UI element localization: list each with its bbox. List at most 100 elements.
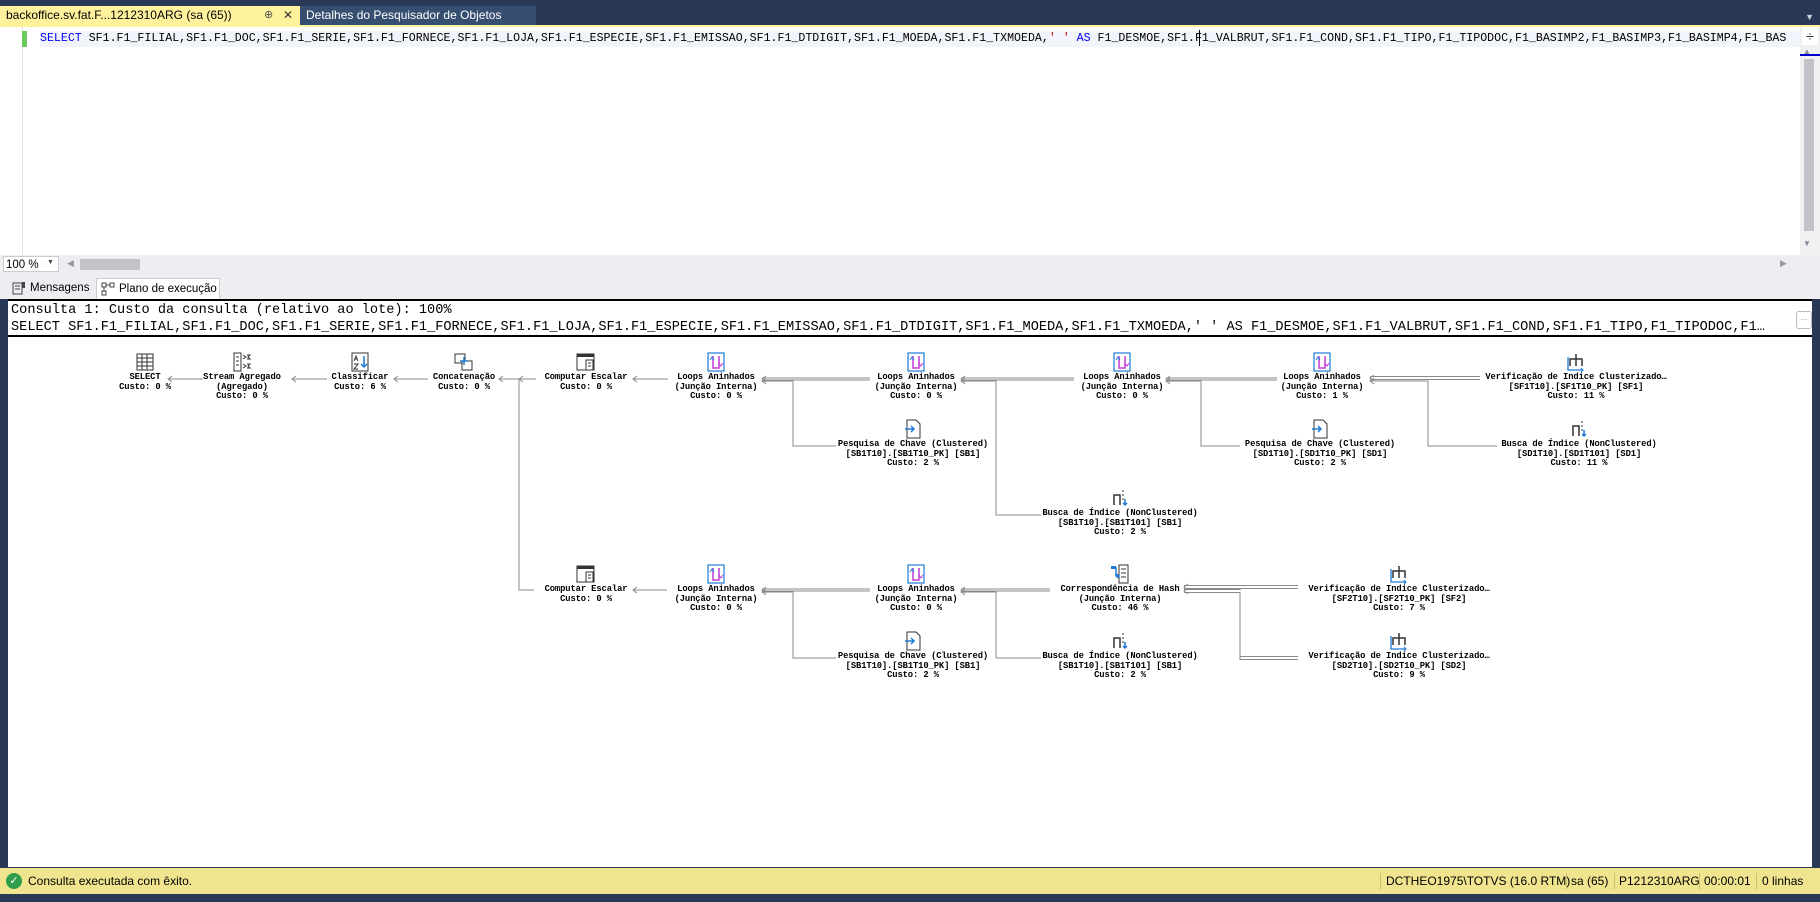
status-message: Consulta executada com êxito.	[28, 874, 193, 888]
node-cost: Custo: 0 %	[890, 391, 942, 402]
node-label: Pesquisa de Chave (Clustered)	[1244, 439, 1396, 449]
sort-icon	[351, 352, 369, 372]
plan-node-index-seek-sd1[interactable]: Busca de Índice (NonClustered)[SD1T10].[…	[1449, 418, 1709, 469]
node-label: Correspondência de Hash	[1060, 584, 1180, 594]
node-cost: Custo: 1 %	[1296, 391, 1348, 402]
status-server: DCTHEO1975\TOTVS (16.0 RTM)	[1386, 874, 1571, 888]
node-label: Concatenação	[432, 372, 496, 382]
plan-node-hash-match[interactable]: Correspondência de Hash(Junção Interna)C…	[990, 563, 1250, 614]
change-indicator	[22, 31, 27, 47]
plan-node-nested-loops-1[interactable]: Loops Aninhados(Junção Interna)Custo: 0 …	[586, 351, 846, 402]
scroll-right-icon[interactable]: ▶	[1780, 258, 1787, 268]
split-window-icon[interactable]: ÷	[1802, 27, 1818, 45]
node-cost: Custo: 0 %	[119, 381, 171, 392]
plan-node-clustered-scan-sf1[interactable]: Verificação de Indice Clusterizado…[SF1T…	[1446, 351, 1706, 402]
plan-node-index-seek-sb1-b[interactable]: Busca de Índice (NonClustered)[SB1T10].[…	[990, 630, 1250, 681]
tab-execution-plan[interactable]: Plano de execução	[96, 278, 220, 299]
horizontal-scroll-thumb[interactable]	[80, 259, 140, 270]
index-seek-icon	[1572, 421, 1587, 438]
sql-editor[interactable]: SELECT SF1.F1_FILIAL,SF1.F1_DOC,SF1.F1_S…	[0, 25, 1820, 255]
plan-node-nested-loops-4[interactable]: Loops Aninhados(Junção Interna)Custo: 1 …	[1192, 351, 1452, 402]
nested-loops-icon	[907, 564, 925, 584]
node-label: [SD1T10].[SD1T101] [SD1]	[1516, 448, 1642, 459]
node-label: [SB1T10].[SB1T10_PK] [SB1]	[845, 448, 981, 459]
node-label: Loops Aninhados	[877, 584, 955, 594]
tab-query-editor[interactable]: backoffice.sv.fat.F...1212310ARG (sa (65…	[0, 6, 300, 25]
node-label: Computar Escalar	[544, 584, 628, 594]
node-cost: Custo: 0 %	[438, 381, 490, 392]
node-label: [SF1T10].[SF1T10_PK] [SF1]	[1508, 381, 1644, 392]
execution-plan-icon	[101, 282, 115, 296]
scroll-up-icon[interactable]: ▲	[1803, 47, 1811, 56]
tab-label: backoffice.sv.fat.F...1212310ARG (sa (65…	[6, 8, 232, 22]
sql-columns: SF1.F1_FILIAL,SF1.F1_DOC,SF1.F1_SERIE,SF…	[81, 32, 1049, 45]
node-label: (Junção Interna)	[1280, 381, 1364, 392]
plan-node-key-lookup-sd1[interactable]: Pesquisa de Chave (Clustered)[SD1T10].[S…	[1190, 418, 1450, 469]
clustered-index-scan-icon	[1567, 354, 1584, 373]
node-label: (Junção Interna)	[874, 381, 958, 392]
pin-icon[interactable]: ⊕	[264, 9, 274, 21]
plan-node-nested-loops-5[interactable]: Loops Aninhados(Junção Interna)Custo: 0 …	[586, 563, 846, 614]
node-cost: Custo: 2 %	[1294, 458, 1346, 469]
node-label: (Junção Interna)	[874, 593, 958, 604]
node-label: Verificação de Indice Clusterizado…	[1308, 651, 1490, 661]
stream-aggregate-icon	[233, 352, 252, 372]
plan-node-key-lookup-sb1-b[interactable]: Pesquisa de Chave (Clustered)[SB1T10].[S…	[783, 630, 1043, 681]
close-icon[interactable]: ✕	[283, 8, 294, 22]
plan-node-stream-aggregate[interactable]: Stream Agregado(Agregado)Custo: 0 %	[112, 351, 372, 402]
editor-scroll-thumb[interactable]	[1804, 59, 1814, 231]
plan-node-nested-loops-2[interactable]: Loops Aninhados(Junção Interna)Custo: 0 …	[786, 351, 1046, 402]
node-cost: Custo: 11 %	[1550, 458, 1608, 469]
clustered-index-scan-icon	[1390, 633, 1407, 652]
scroll-down-icon[interactable]: ▼	[1803, 239, 1811, 248]
show-more-button[interactable]: ...	[1796, 311, 1812, 329]
index-seek-icon	[1113, 633, 1128, 650]
status-separator	[1699, 873, 1700, 889]
node-label: Loops Aninhados	[1283, 372, 1361, 382]
status-separator	[1380, 873, 1381, 889]
zoom-select[interactable]: 100 %	[3, 256, 59, 272]
chevron-down-icon[interactable]: ▼	[47, 259, 54, 266]
status-database: P1212310ARG	[1619, 874, 1700, 888]
node-label: [SD2T10].[SD2T10_PK] [SD2]	[1331, 660, 1467, 671]
key-lookup-icon	[905, 419, 921, 439]
tab-object-explorer-details[interactable]: Detalhes do Pesquisador de Objetos	[300, 6, 536, 25]
index-seek-icon	[1113, 490, 1128, 507]
plan-node-index-seek-sb1-a[interactable]: Busca de Índice (NonClustered)[SB1T10].[…	[990, 487, 1250, 538]
sql-columns-rest: F1_DESMOE,SF1.F1_VALBRUT,SF1.F1_COND,SF1…	[1097, 32, 1787, 45]
sql-text[interactable]: SELECT SF1.F1_FILIAL,SF1.F1_DOC,SF1.F1_S…	[40, 31, 1800, 47]
tab-list-dropdown-icon[interactable]: ▼	[1805, 12, 1814, 22]
node-label: Loops Aninhados	[877, 372, 955, 382]
node-cost: Custo: 11 %	[1547, 391, 1605, 402]
plan-node-nested-loops-6[interactable]: Loops Aninhados(Junção Interna)Custo: 0 …	[786, 563, 1046, 614]
node-label: [SB1T10].[SB1T101] [SB1]	[1057, 517, 1183, 528]
concatenation-icon	[454, 353, 473, 371]
node-cost: Custo: 0 %	[1096, 391, 1148, 402]
plan-node-key-lookup-sb1-a[interactable]: Pesquisa de Chave (Clustered)[SB1T10].[S…	[783, 418, 1043, 469]
string-literal: ' '	[1048, 32, 1070, 45]
editor-margin	[0, 27, 23, 255]
node-label: Stream Agregado	[203, 372, 281, 382]
tab-messages[interactable]: Mensagens	[8, 278, 92, 299]
node-cost: Custo: 2 %	[887, 670, 939, 681]
node-cost: Custo: 2 %	[1094, 670, 1146, 681]
scroll-left-icon[interactable]: ◀	[67, 258, 74, 268]
success-check-icon: ✓	[6, 873, 22, 889]
plan-node-nested-loops-3[interactable]: Loops Aninhados(Junção Interna)Custo: 0 …	[992, 351, 1252, 402]
node-label: Verificação de Indice Clusterizado…	[1308, 584, 1490, 594]
select-icon	[136, 353, 154, 371]
node-label: (Junção Interna)	[674, 593, 758, 604]
tab-messages-label: Mensagens	[30, 282, 90, 294]
plan-node-clustered-scan-sf2[interactable]: Verificação de Indice Clusterizado…[SF2T…	[1269, 563, 1529, 614]
node-cost: Custo: 0 %	[560, 381, 612, 392]
status-user: sa (65)	[1571, 874, 1609, 888]
results-tabs: Mensagens Plano de execução	[0, 275, 1820, 299]
node-label: Verificação de Indice Clusterizado…	[1485, 372, 1667, 382]
plan-node-clustered-scan-sd2[interactable]: Verificação de Indice Clusterizado…[SD2T…	[1269, 630, 1529, 681]
node-cost: Custo: 0 %	[216, 391, 268, 402]
